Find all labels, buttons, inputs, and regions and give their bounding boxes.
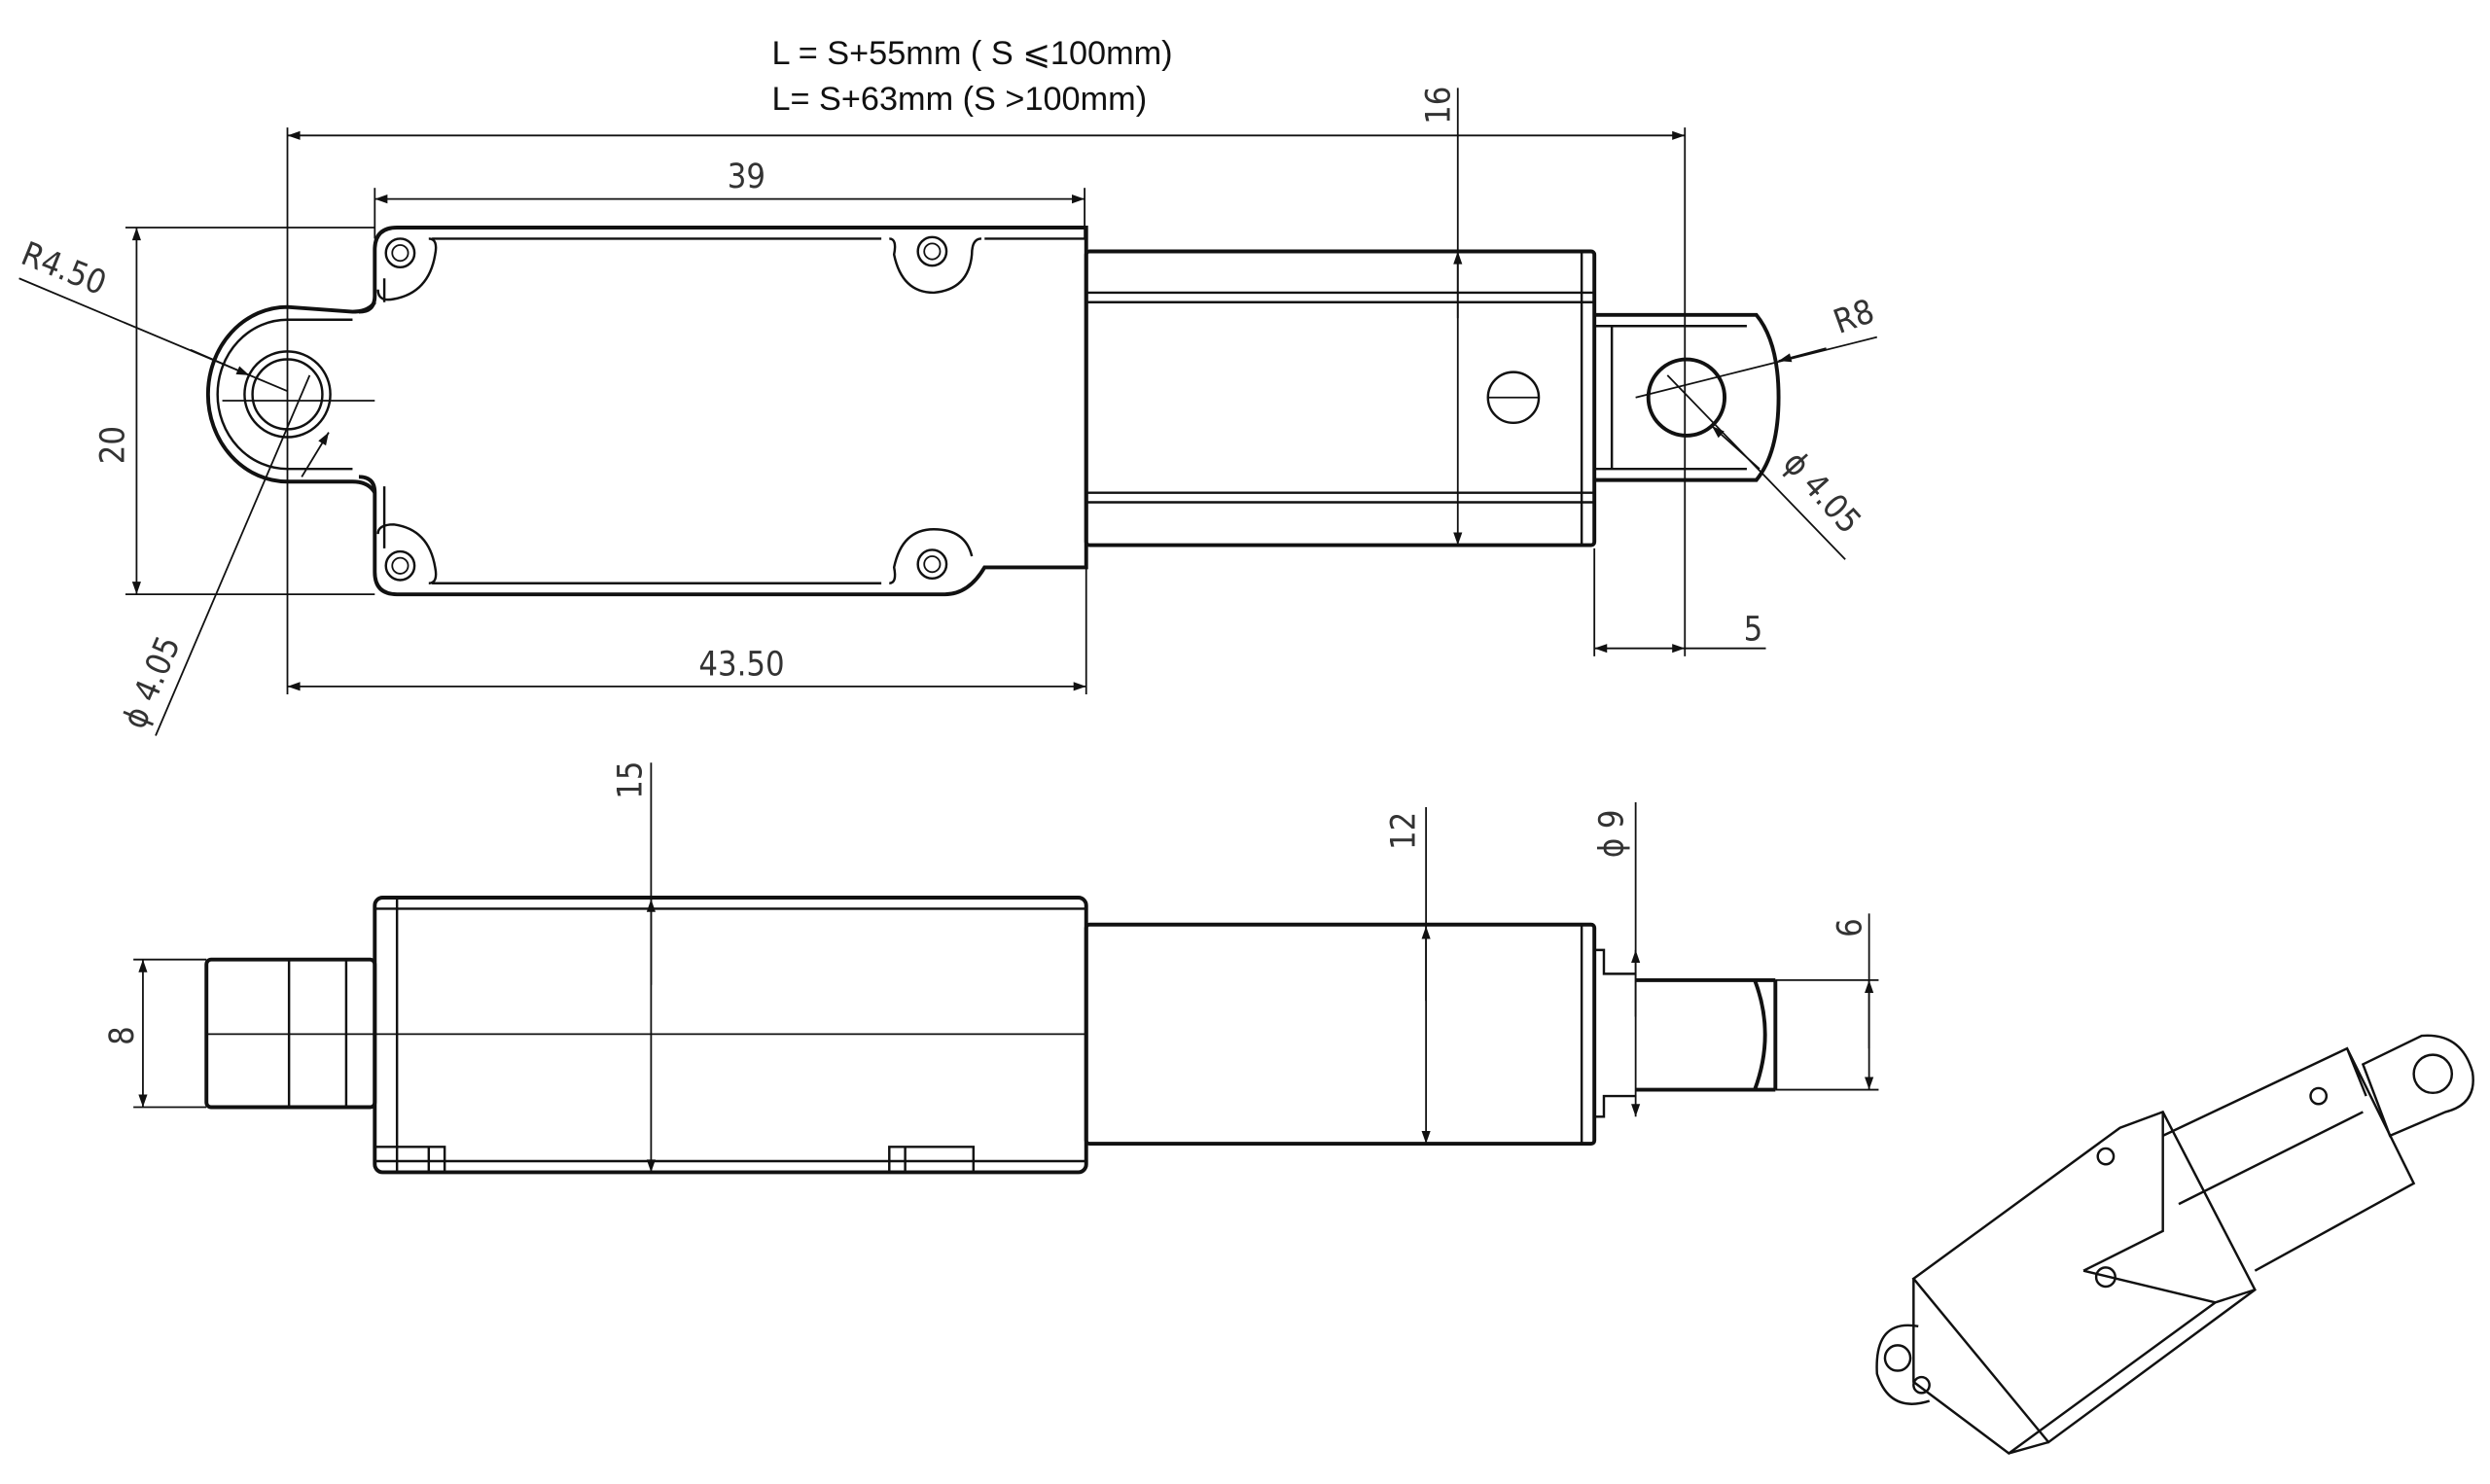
rod-end-inner bbox=[1594, 325, 1747, 471]
screw-hole bbox=[916, 235, 948, 267]
rod-flange bbox=[1594, 948, 1636, 1118]
top-view: 39 16 20 R4.50 ϕ 4.05 bbox=[16, 87, 1879, 736]
eye-radius-arrow bbox=[190, 348, 250, 376]
dim-label-12: 12 bbox=[1385, 812, 1424, 850]
isometric-view bbox=[1875, 1034, 2474, 1455]
side-rod-tube bbox=[1084, 922, 1597, 1147]
iso-tube bbox=[2162, 1046, 2416, 1272]
iso-screw bbox=[2096, 1147, 2116, 1166]
rod-end-radius-arrow bbox=[1778, 347, 1827, 363]
rod-tube bbox=[1084, 249, 1597, 548]
dim-label-phi9: ϕ 9 bbox=[1593, 809, 1632, 858]
iso-rear-eye bbox=[1875, 1324, 1931, 1405]
iso-rear-eye-hole bbox=[1883, 1344, 1912, 1372]
front-hole-leader bbox=[1666, 374, 1846, 560]
length-formula-short: L = S+55mm ( S ⩽100mm) bbox=[771, 35, 1172, 72]
boss-bottom-right bbox=[889, 527, 974, 584]
dim-label-15: 15 bbox=[612, 761, 651, 799]
iso-rod-end-hole bbox=[2412, 1053, 2454, 1095]
housing-outline bbox=[358, 226, 1088, 597]
screw-hole bbox=[384, 549, 416, 582]
rear-mount-hole bbox=[243, 350, 332, 439]
rod-end-clevis bbox=[1594, 312, 1781, 482]
bottom-tab-left bbox=[374, 1146, 446, 1173]
screw-hole bbox=[384, 237, 416, 269]
dim-label-20: 20 bbox=[93, 426, 132, 464]
dim-label-16: 16 bbox=[1420, 87, 1459, 124]
iso-rod-end bbox=[2361, 1034, 2474, 1138]
side-view: 15 12 ϕ 9 6 8 bbox=[103, 761, 1879, 1175]
dim-label-front-hole: ϕ 4.05 bbox=[1775, 444, 1868, 542]
boss-bottom-left bbox=[376, 523, 438, 584]
screw-hole-inner bbox=[391, 244, 409, 263]
screw-hole-inner bbox=[391, 556, 409, 575]
dim-label-8: 8 bbox=[103, 1026, 142, 1045]
rear-nub-lines bbox=[287, 959, 348, 1108]
front-mount-hole bbox=[1646, 357, 1727, 438]
bottom-tab-right bbox=[888, 1146, 976, 1173]
iso-housing-front bbox=[1912, 1278, 2256, 1455]
length-formula-long: L= S+63mm (S >100mm) bbox=[771, 81, 1147, 118]
rear-eye-inner bbox=[216, 318, 353, 471]
dim-label-5: 5 bbox=[1744, 611, 1763, 650]
rod-tube-lines bbox=[1085, 251, 1595, 546]
boss-top-right bbox=[889, 237, 982, 295]
side-rod bbox=[1635, 977, 1778, 1092]
rear-hole-leader bbox=[155, 374, 311, 736]
screw-hole-inner bbox=[923, 555, 942, 574]
boss-top-left bbox=[376, 237, 438, 301]
dim-label-39: 39 bbox=[728, 158, 765, 196]
rear-nub bbox=[204, 957, 377, 1110]
screw-hole-inner bbox=[923, 242, 942, 261]
iso-vent-hole bbox=[2309, 1086, 2329, 1106]
iso-housing-top bbox=[1911, 1110, 2257, 1444]
front-hole-arrow bbox=[1711, 425, 1761, 470]
dim-label-6: 6 bbox=[1831, 918, 1869, 937]
dim-label-43-50: 43.50 bbox=[698, 645, 784, 684]
housing-inner-outline bbox=[382, 237, 1086, 584]
screw-hole bbox=[916, 548, 948, 581]
iso-screw bbox=[1912, 1375, 1931, 1395]
iso-screw bbox=[2094, 1266, 2116, 1289]
dim-label-r8: R8 bbox=[1829, 292, 1879, 342]
iso-housing-edge bbox=[2008, 1112, 2216, 1455]
rear-hole-arrow bbox=[301, 432, 330, 477]
dim-label-r4-50: R4.50 bbox=[16, 234, 111, 303]
rod-end-radius-leader bbox=[1635, 336, 1878, 399]
rear-eye-outline bbox=[205, 300, 377, 494]
